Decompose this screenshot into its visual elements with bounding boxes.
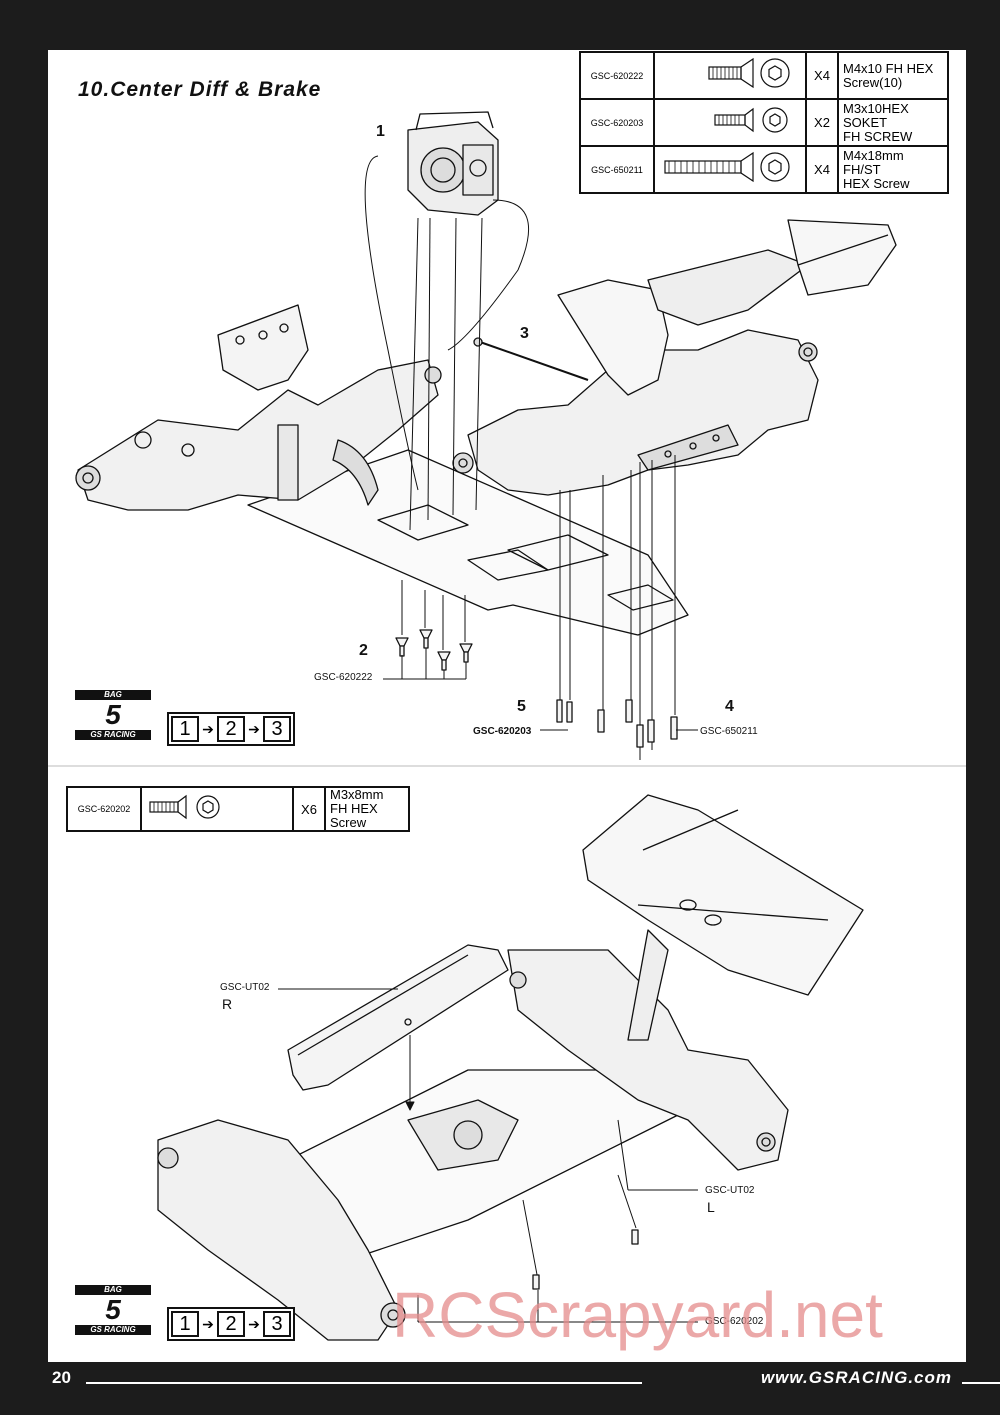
bag-number: 5 [105, 699, 121, 730]
part-qty: X4 [805, 145, 839, 194]
hex-socket-icon [760, 58, 790, 88]
callout-code: GSC-UT02 [220, 982, 270, 993]
screw-image [653, 98, 807, 147]
hex-socket-icon [762, 107, 788, 133]
center-diff-assembly [407, 111, 499, 216]
step-box: 3 [263, 716, 291, 742]
screw-image [653, 51, 807, 100]
side-label: L [707, 1199, 715, 1215]
parts-table-bottom: GSC-620202 X6 M3x8mm FH HEX Screw [66, 786, 410, 832]
bag-brand: GS RACING [75, 1325, 151, 1335]
bag-badge: BAG 5 GS RACING [75, 690, 151, 740]
manual-page: 10.Center Diff & Brake GSC-620222 [48, 50, 966, 1362]
callout-code: GSC-UT02 [705, 1185, 755, 1196]
step-sequence: 1 ➔ 2 ➔ 3 [167, 1307, 295, 1341]
bag-label: BAG [75, 690, 151, 700]
step-box: 1 [171, 1311, 199, 1337]
bag-brand: GS RACING [75, 730, 151, 740]
center-driveshaft [473, 337, 589, 381]
callout-number: 5 [517, 698, 526, 715]
footer-rule [962, 1382, 1000, 1384]
bag-label: BAG [75, 1285, 151, 1295]
lower-leader-lines [278, 988, 698, 1323]
part-code: GSC-650211 [579, 145, 655, 194]
part-row: GSC-620203 X2 M3x10 [579, 98, 949, 147]
arrow-right-icon: ➔ [202, 1315, 214, 1332]
body-side-right [287, 944, 509, 1091]
lower-chassis-assembly [157, 949, 789, 1341]
step-sequence: 1 ➔ 2 ➔ 3 [167, 712, 295, 746]
page-number: 20 [52, 1368, 71, 1387]
bag-badge: BAG 5 GS RACING [75, 1285, 151, 1335]
part-code: GSC-620222 [579, 51, 655, 100]
arrow-right-icon: ➔ [248, 720, 260, 737]
side-label: R [222, 996, 233, 1012]
callout-code: GSC-620222 [314, 672, 373, 683]
callout-number: 2 [359, 642, 368, 659]
screw-drawings-bottom [532, 1229, 639, 1290]
callout-bracket-2 [383, 648, 698, 731]
callout-code: GSC-650211 [700, 726, 758, 737]
part-row: GSC-620222 X4 M4x10 [579, 51, 949, 100]
callout-number: 3 [520, 325, 529, 342]
part-code: GSC-620202 [66, 786, 142, 832]
part-qty: X2 [805, 98, 839, 147]
footer-rule [86, 1382, 642, 1384]
screw-image [653, 145, 807, 194]
step-box: 3 [263, 1311, 291, 1337]
flat-head-screw-icon [149, 794, 187, 819]
part-qty: X6 [292, 786, 326, 832]
flat-head-screw-icon [664, 151, 754, 183]
arrow-right-icon: ➔ [202, 720, 214, 737]
callout-number: 1 [376, 123, 385, 140]
step-box: 1 [171, 716, 199, 742]
step-box: 2 [217, 716, 245, 742]
chassis-plate-top [247, 449, 689, 636]
front-suspension-assembly [75, 304, 442, 511]
screw-drawings-top [395, 629, 678, 748]
watermark: RCScrapyard.net [392, 1279, 883, 1351]
screw-image [140, 786, 294, 832]
arrow-right-icon: ➔ [248, 1315, 260, 1332]
part-desc: M3x8mm FH HEX Screw [324, 786, 410, 832]
rear-suspension-assembly [452, 219, 897, 496]
hex-socket-icon [760, 152, 790, 182]
rear-wing [582, 794, 864, 1041]
part-row: GSC-620202 X6 M3x8mm FH HEX Screw [66, 786, 410, 832]
page-footer: 20 www.GSRACING.com [0, 1362, 1000, 1415]
flat-head-screw-icon [714, 107, 754, 133]
callout-code: GSC-620202 [705, 1316, 764, 1327]
hex-socket-icon [196, 794, 220, 819]
assembly-leader-lines [364, 155, 676, 760]
callout-number: 4 [725, 698, 734, 715]
section-title: 10.Center Diff & Brake [78, 78, 322, 101]
callout-code: GSC-620203 [473, 726, 532, 737]
part-code: GSC-620203 [579, 98, 655, 147]
parts-table-top: GSC-620222 X4 M4x10 [579, 51, 949, 194]
flat-head-screw-icon [708, 57, 754, 89]
part-qty: X4 [805, 51, 839, 100]
step-box: 2 [217, 1311, 245, 1337]
website-link[interactable]: www.GSRACING.com [760, 1368, 952, 1387]
bag-number: 5 [105, 1294, 121, 1325]
assembly-illustration [48, 111, 966, 1341]
part-row: GSC-650211 X4 M4x18 [579, 145, 949, 194]
